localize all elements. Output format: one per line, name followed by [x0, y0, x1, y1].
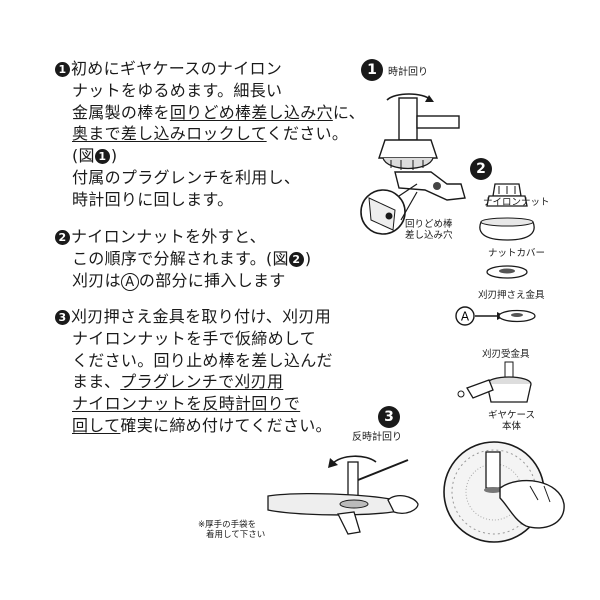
- figure3-glove-note: ※厚手の手袋を 着用して下さい: [198, 520, 266, 540]
- fig2-ref-badge: 2: [288, 251, 304, 267]
- figure3-ccw-label: 反時計回り: [352, 432, 402, 443]
- step1-number: 1: [55, 62, 70, 77]
- step3-number: 3: [55, 310, 70, 325]
- label-gear-case: ギヤケース 本体: [488, 410, 536, 432]
- label-nut-cover: ナットカバー: [488, 248, 546, 259]
- fig1-ref-badge: 1: [94, 149, 110, 165]
- figure2-exploded-illustration: A: [455, 183, 536, 403]
- figure1-clockwise-label: 時計回り: [388, 67, 428, 78]
- counterclockwise-arrow-icon: [331, 455, 377, 465]
- step1-line: 付属のプラグレンチを利用し、: [72, 167, 301, 187]
- figure1-badge: 1: [361, 59, 383, 81]
- step2-number: 2: [55, 230, 70, 245]
- step3-line6: 回して確実に締め付けてください。: [72, 415, 332, 435]
- step3-line5: ナイロンナットを反時計回りで: [72, 394, 301, 414]
- label-nylon-nut: ナイロンナット: [483, 197, 550, 208]
- figure3-tightening-illustration: [267, 441, 565, 543]
- gloved-hand-icon: [499, 479, 565, 529]
- figure2-badge: 2: [470, 158, 492, 180]
- figure3-badge: 3: [378, 406, 400, 428]
- figure1-gearcase-illustration: [360, 93, 466, 235]
- figure1-hole-label: 回りどめ棒 差し込み穴: [405, 219, 453, 241]
- label-blade-presser: 刈刃押さえ金具: [478, 290, 545, 301]
- step1-line: 金属製の棒を回りどめ棒差し込み穴に、: [72, 102, 365, 122]
- step3-line2: ナイロンナットを手で仮締めして: [72, 328, 317, 348]
- step1-line: 奥まで差し込みロックしてください。: [72, 124, 349, 144]
- step1-line: 時計回りに回します。: [72, 189, 234, 209]
- label-blade-receiver: 刈刃受金具: [482, 349, 530, 360]
- step1-line: ナットをゆるめます。細長い: [72, 80, 283, 100]
- svg-text:A: A: [461, 310, 470, 324]
- nut-cover-icon: [479, 221, 535, 241]
- step3-line4: まま、プラグレンチで刈刃用: [72, 372, 284, 392]
- circled-a-marker: A: [120, 272, 139, 291]
- step3-line3: ください。回り止め棒を差し込んだ: [72, 350, 333, 370]
